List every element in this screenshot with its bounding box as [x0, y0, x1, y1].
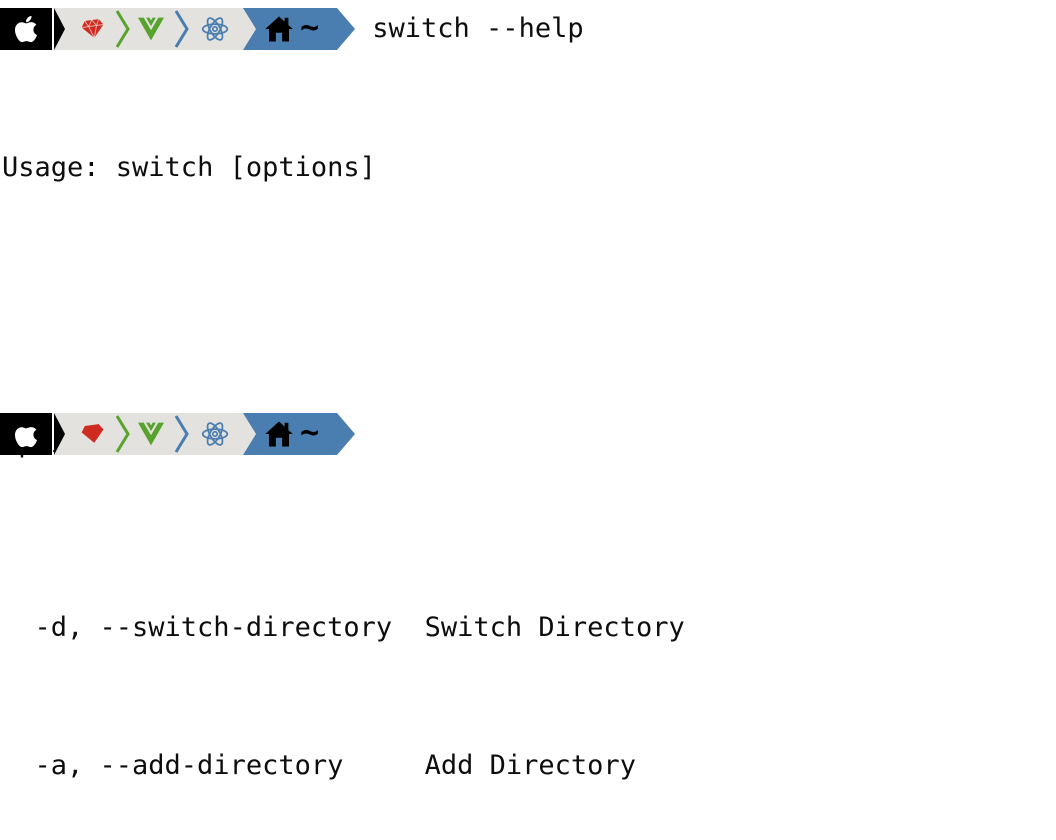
option-flags: -a, --add-directory	[34, 750, 344, 781]
powerline-arrow	[54, 413, 65, 455]
ruby-icon	[81, 422, 105, 446]
home-icon	[264, 15, 294, 43]
prompt-segment-os	[0, 413, 52, 455]
prompt-segment-os	[0, 8, 52, 50]
vue-icon	[138, 17, 164, 41]
powerline-arrow	[54, 8, 65, 50]
apple-icon	[13, 14, 39, 44]
option-description: Add Directory	[424, 750, 636, 781]
powerline-arrow	[243, 413, 256, 455]
prompt-segment-runtimes	[65, 413, 243, 455]
powerline-arrow	[337, 413, 356, 455]
chevron-right-icon	[174, 8, 189, 50]
prompt-segment-directory: ~	[256, 413, 338, 455]
react-icon	[201, 420, 229, 448]
chevron-right-icon	[174, 413, 189, 455]
usage-line: Usage: switch [options]	[2, 152, 376, 183]
vue-icon	[138, 422, 164, 446]
chevron-right-icon	[115, 8, 130, 50]
home-path-label: ~	[300, 413, 320, 451]
ruby-icon	[81, 17, 105, 41]
option-description: Switch Directory	[424, 612, 685, 643]
blank-line	[2, 283, 815, 329]
option-row: -a, --add-directory Add Directory	[2, 743, 815, 789]
powerline-arrow	[243, 8, 256, 50]
powerline-arrow	[337, 8, 356, 50]
option-flags: -d, --switch-directory	[34, 612, 393, 643]
option-row: -d, --switch-directory Switch Directory	[2, 605, 815, 651]
prompt-segment-runtimes	[65, 8, 243, 50]
react-icon	[201, 15, 229, 43]
apple-icon	[13, 419, 39, 449]
command-input[interactable]: switch --help	[372, 13, 584, 44]
next-prompt-line: ~	[0, 413, 356, 455]
home-path-label: ~	[300, 8, 320, 46]
chevron-right-icon	[115, 413, 130, 455]
prompt-segment-directory: ~	[256, 8, 338, 50]
home-icon	[264, 420, 294, 448]
prompt-line: ~ switch --help	[0, 8, 584, 50]
